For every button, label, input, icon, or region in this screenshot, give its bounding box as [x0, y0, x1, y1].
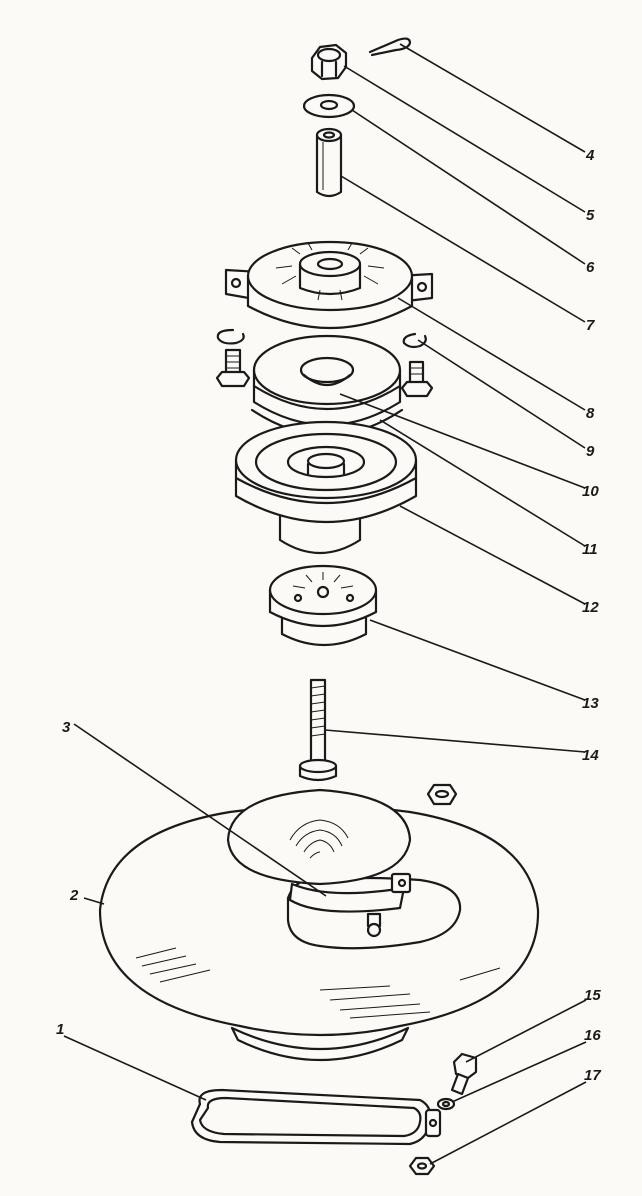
callout-10: 10	[582, 483, 599, 500]
callout-6: 6	[586, 259, 595, 276]
callout-15: 15	[584, 987, 601, 1004]
part-4-cotter-pin	[368, 37, 412, 57]
part-7-sleeve	[315, 127, 343, 198]
part-2-main-dish	[98, 788, 540, 1062]
callout-12: 12	[582, 599, 599, 616]
part-14-long-bolt	[298, 678, 338, 782]
bolt-right	[400, 360, 434, 398]
part-6-washer	[302, 93, 356, 119]
part-10-rubber-ring	[252, 334, 402, 426]
leader-lines	[63, 43, 587, 1165]
part-17-nut	[408, 1156, 436, 1176]
callout-7: 7	[586, 317, 595, 334]
callout-labels: 1 2 3 4 5 6 7 8 9 10 11 12 13 14 15 16 1…	[56, 147, 601, 1084]
part-8-upper-flange	[224, 240, 434, 330]
part-16-washer	[436, 1097, 456, 1111]
part-9-spring-washer	[216, 328, 427, 349]
callout-2: 2	[69, 887, 79, 904]
callout-9: 9	[586, 443, 595, 460]
callout-17: 17	[584, 1067, 601, 1084]
callout-8: 8	[586, 405, 595, 422]
callout-14: 14	[582, 747, 599, 764]
part-15-bolt	[450, 1052, 478, 1096]
small-nut	[426, 783, 458, 806]
callout-11: 11	[582, 541, 598, 558]
bolt-left	[215, 348, 251, 388]
part-13-cap	[268, 564, 378, 647]
part-12-lower-housing	[234, 420, 418, 555]
part-5-castle-nut	[310, 43, 348, 81]
callout-1: 1	[56, 1021, 64, 1038]
callout-5: 5	[586, 207, 595, 224]
callout-4: 4	[585, 147, 595, 164]
part-1-band	[190, 1088, 442, 1146]
callout-13: 13	[582, 695, 599, 712]
callout-3: 3	[62, 719, 71, 736]
callout-16: 16	[584, 1027, 601, 1044]
